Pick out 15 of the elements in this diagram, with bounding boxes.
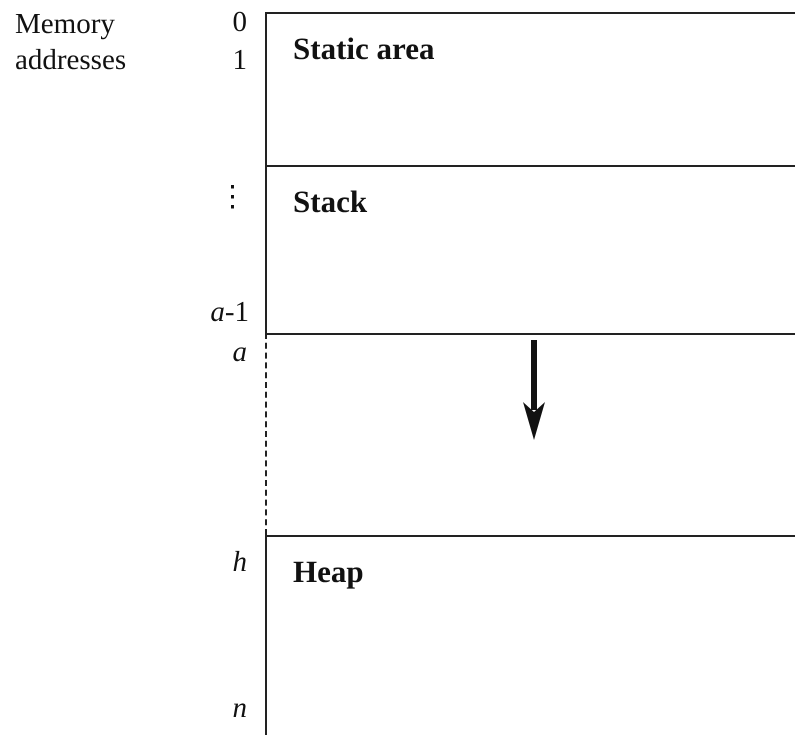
address-label: h (232, 545, 247, 580)
region-title: Heap (293, 553, 364, 591)
axis-title: Memory addresses (15, 7, 128, 78)
region-title: Static area (293, 30, 434, 68)
ellipsis-label: ⋮ (218, 178, 247, 214)
free-memory-region (265, 333, 795, 535)
memory-region (265, 12, 795, 165)
address-label: 1 (232, 43, 247, 78)
address-label: a (232, 335, 247, 370)
address-label: n (232, 691, 247, 726)
address-label: a-1 (210, 295, 249, 330)
region-title: Stack (293, 183, 368, 221)
address-label: 0 (232, 5, 247, 40)
memory-region (265, 165, 795, 333)
memory-region (265, 535, 795, 735)
